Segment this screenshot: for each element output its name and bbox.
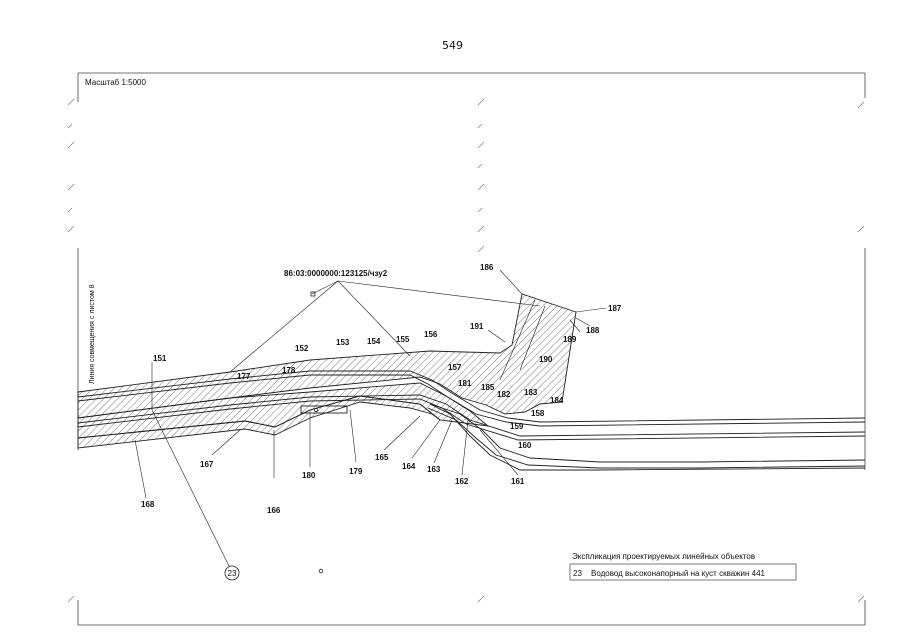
point-label: 151 — [153, 354, 167, 363]
point-label: 188 — [586, 326, 600, 335]
point-label: 164 — [402, 462, 416, 471]
legend-row-number: 23 — [573, 569, 582, 578]
point-label: 178 — [282, 366, 296, 375]
point-label: 191 — [470, 322, 484, 331]
point-label: 184 — [550, 396, 564, 405]
legend-title: Экспликация проектируемых линейных объек… — [572, 552, 755, 561]
legend-row-description: Водовод высоконапорный на куст скважин 4… — [591, 569, 766, 578]
point-label: 185 — [481, 383, 495, 392]
scale-label: Масштаб 1:5000 — [85, 78, 146, 87]
point-label: 163 — [427, 465, 441, 474]
match-line-label: Линия совмещения с листом 8 — [89, 284, 96, 384]
point-label: 181 — [458, 379, 472, 388]
legend-table: Экспликация проектируемых линейных объек… — [569, 552, 797, 581]
point-label: 183 — [524, 388, 538, 397]
sheet-frame — [77, 72, 866, 626]
point-label: 168 — [141, 500, 155, 509]
point-label: 182 — [497, 390, 511, 399]
point-label: 155 — [396, 335, 410, 344]
linear-objects — [77, 370, 866, 471]
object-number: 23 — [228, 569, 237, 578]
point-label: 165 — [375, 453, 389, 462]
point-label: 189 — [563, 335, 577, 344]
point-label: 167 — [200, 460, 214, 469]
land-allotment-area — [77, 293, 577, 449]
point-label: 160 — [518, 441, 532, 450]
point-label: 187 — [608, 304, 622, 313]
point-marker — [318, 568, 324, 574]
structure-rectangle — [300, 405, 348, 414]
point-marker — [313, 407, 318, 412]
point-label: 179 — [349, 467, 363, 476]
point-label: 180 — [302, 471, 316, 480]
point-labels: 151 152 153 154 155 156 157 158 159 160 … — [141, 263, 622, 515]
point-label: 157 — [448, 363, 462, 372]
page-number: 549 — [442, 39, 463, 52]
point-label: 159 — [510, 422, 524, 431]
point-label: 186 — [480, 263, 494, 272]
point-label: 161 — [511, 477, 525, 486]
object-callout: 23 — [224, 565, 240, 581]
point-label: 162 — [455, 477, 469, 486]
cadastral-marker — [310, 291, 316, 297]
point-label: 166 — [267, 506, 281, 515]
point-label: 156 — [424, 330, 438, 339]
point-label: 158 — [531, 409, 545, 418]
point-label: 154 — [367, 337, 381, 346]
point-label: 152 — [295, 344, 309, 353]
cadastral-number-label: 86:03:0000000:123125/чзу2 — [284, 269, 388, 278]
point-label: 177 — [237, 372, 251, 381]
point-label: 190 — [539, 355, 553, 364]
leader-lines — [134, 269, 607, 569]
frame-break-marks — [67, 98, 865, 603]
point-label: 153 — [336, 338, 350, 347]
